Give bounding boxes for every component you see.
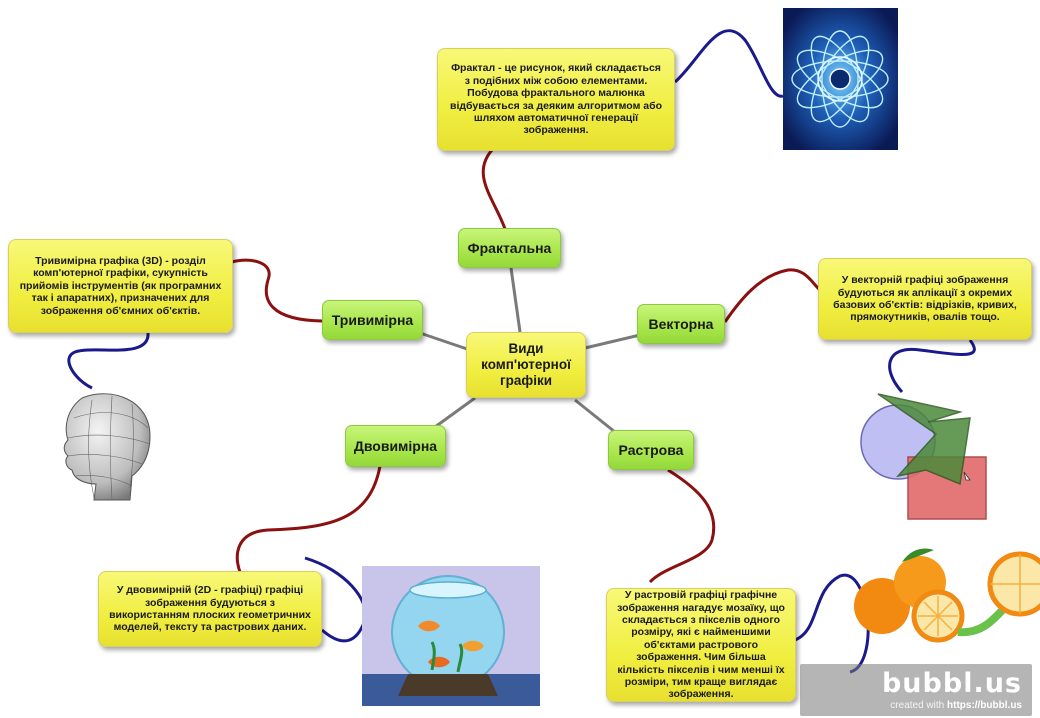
category-fractal[interactable]: Фрактальна [458, 228, 561, 268]
description-3d[interactable]: Тривимірна графіка (3D) - розділ комп'ют… [8, 239, 233, 333]
fishbowl-image [362, 566, 540, 706]
category-2d[interactable]: Двовимірна [345, 425, 446, 467]
spoke-3d [419, 331, 471, 352]
spoke-vector [584, 333, 641, 350]
link-3d [231, 258, 323, 323]
watermark-url[interactable]: https://bubbl.us [947, 699, 1022, 711]
category-3d-label: Тривимірна [331, 312, 414, 328]
category-fractal-label: Фрактальна [467, 240, 552, 256]
oranges-image [854, 548, 1040, 643]
link-vector [723, 268, 822, 323]
link-raster [648, 468, 716, 584]
category-vector-label: Векторна [648, 316, 714, 332]
description-vector-text: У векторній графіці зображення будуються… [833, 274, 1017, 324]
center-label: Види комп'ютерної графіки [481, 341, 571, 388]
bubbl-logo: bubbl.us [881, 667, 1022, 699]
description-3d-text: Тривимірна графіка (3D) - розділ комп'ют… [19, 255, 222, 317]
link-raster-image [794, 573, 870, 674]
head-wireframe-image [63, 393, 151, 501]
spoke-raster [574, 398, 616, 434]
red-links [231, 149, 822, 584]
description-raster-text: У растровій графіці графічне зображення … [617, 589, 785, 701]
link-vector-image [888, 339, 976, 394]
watermark-created-text: created with [890, 699, 947, 711]
category-vector[interactable]: Векторна [637, 304, 725, 344]
bubbl-watermark[interactable]: bubbl.us created with https://bubbl.us [800, 664, 1032, 716]
category-3d[interactable]: Тривимірна [322, 300, 423, 340]
center-node[interactable]: Види комп'ютерної графіки [466, 332, 586, 398]
category-raster[interactable]: Растрова [608, 430, 694, 470]
link-3d-image [67, 332, 150, 390]
vector-shapes-image [860, 393, 987, 520]
description-fractal-text: Фрактал - це рисунок, який складається з… [449, 62, 663, 137]
category-2d-label: Двовимірна [353, 438, 438, 454]
description-fractal[interactable]: Фрактал - це рисунок, який складається з… [437, 48, 675, 151]
spoke-2d [434, 396, 476, 429]
description-2d-text: У двовимірній (2D - графіці) графіці зоб… [109, 584, 311, 634]
description-2d[interactable]: У двовимірній (2D - графіці) графіці зоб… [98, 571, 322, 647]
fractal-image [783, 8, 898, 150]
category-raster-label: Растрова [618, 442, 684, 458]
link-fractal-image [674, 29, 784, 98]
spoke-fractal [509, 267, 522, 333]
center-spokes [419, 267, 641, 434]
bubbl-created-with: created with https://bubbl.us [890, 700, 1022, 711]
link-fractal [481, 149, 507, 230]
description-raster[interactable]: У растровій графіці графічне зображення … [606, 588, 796, 702]
link-2d [235, 465, 382, 573]
description-vector[interactable]: У векторній графіці зображення будуються… [818, 258, 1032, 340]
